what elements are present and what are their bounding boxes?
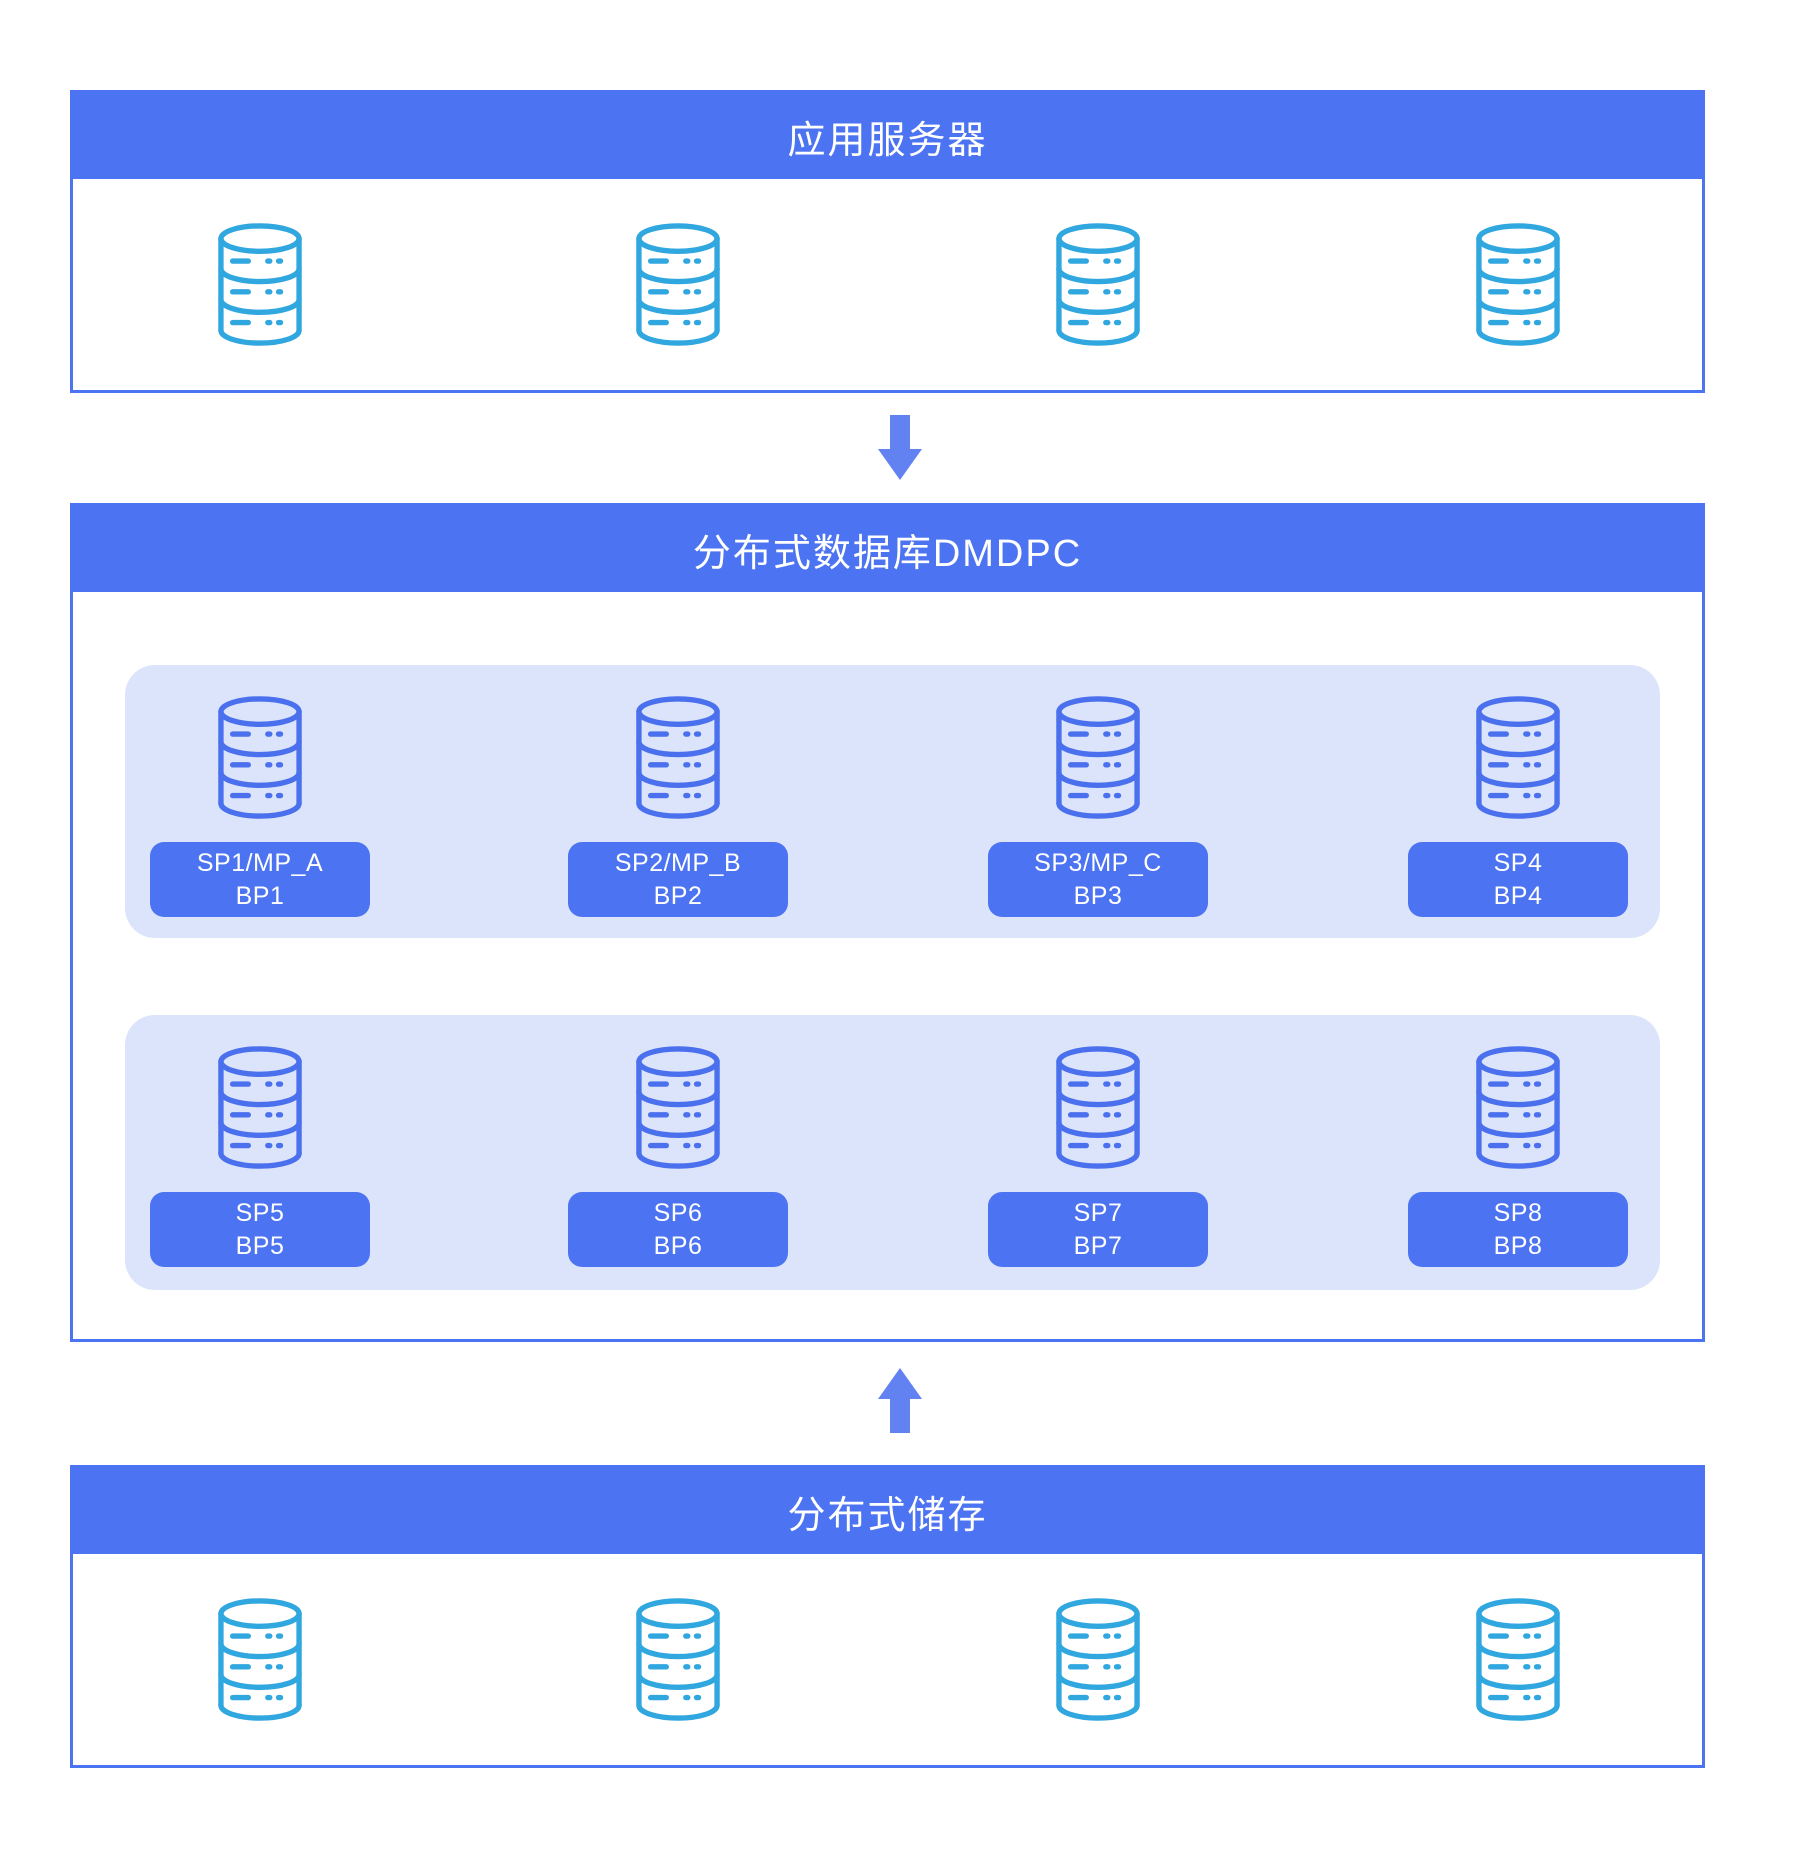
dmdpc-node: SP3/MP_C BP3 [978,695,1218,917]
dmdpc-node: SP4 BP4 [1398,695,1638,917]
node-badge-line1: SP5 [235,1198,285,1227]
dmdpc-node: SP7 BP7 [978,1045,1218,1267]
up-arrow-icon [877,1368,923,1434]
dmdpc-node: SP5 BP5 [140,1045,380,1267]
node-badge-line1: SP3/MP_C [1034,848,1162,877]
database-icon [1471,222,1565,347]
database-icon [1471,695,1565,820]
dmdpc-node: SP1/MP_A BP1 [140,695,380,917]
node-badge-line1: SP6 [653,1198,703,1227]
node-badge: SP7 BP7 [988,1192,1208,1267]
app-server-body [73,179,1702,390]
node-badge: SP8 BP8 [1408,1192,1628,1267]
dmdpc-node: SP2/MP_B BP2 [558,695,798,917]
dmdpc-title: 分布式数据库DMDPC [692,532,1083,575]
app-server-box: 应用服务器 [70,90,1705,393]
database-icon [631,695,725,820]
dmdpc-box: 分布式数据库DMDPC SP1/MP_A BP1 SP2/MP_B BP2 [70,503,1705,1342]
storage-node [978,1554,1218,1765]
node-badge-line1: SP1/MP_A [196,848,324,877]
app-server-node [558,179,798,390]
database-icon [1051,1597,1145,1722]
node-badge-line2: BP2 [653,881,703,910]
storage-node [140,1554,380,1765]
node-badge: SP3/MP_C BP3 [988,842,1208,917]
database-icon [631,222,725,347]
database-icon [1471,1045,1565,1170]
down-arrow-icon [877,415,923,481]
database-icon [213,1045,307,1170]
database-icon [631,1597,725,1722]
node-badge-line1: SP2/MP_B [614,848,742,877]
database-icon [1051,222,1145,347]
database-icon [213,695,307,820]
storage-title: 分布式储存 [787,1494,988,1537]
storage-box: 分布式储存 [70,1465,1705,1768]
database-icon [1471,1597,1565,1722]
dmdpc-node: SP8 BP8 [1398,1045,1638,1267]
app-server-node [1398,179,1638,390]
app-server-title: 应用服务器 [787,119,988,162]
node-badge-line2: BP7 [1073,1231,1123,1260]
database-icon [1051,1045,1145,1170]
storage-node [1398,1554,1638,1765]
app-server-node [140,179,380,390]
node-badge: SP1/MP_A BP1 [150,842,370,917]
dmdpc-node-group-1: SP1/MP_A BP1 SP2/MP_B BP2 SP3/MP_C BP3 [125,665,1660,938]
dmdpc-node: SP6 BP6 [558,1045,798,1267]
dmdpc-header: 分布式数据库DMDPC [73,506,1702,592]
app-server-node [978,179,1218,390]
dmdpc-node-group-2: SP5 BP5 SP6 BP6 SP7 BP7 [125,1015,1660,1290]
node-badge: SP6 BP6 [568,1192,788,1267]
node-badge: SP4 BP4 [1408,842,1628,917]
node-badge-line2: BP1 [235,881,285,910]
node-badge: SP5 BP5 [150,1192,370,1267]
database-icon [213,222,307,347]
database-icon [631,1045,725,1170]
node-badge-line1: SP7 [1073,1198,1123,1227]
node-badge: SP2/MP_B BP2 [568,842,788,917]
database-icon [1051,695,1145,820]
node-badge-line2: BP5 [235,1231,285,1260]
storage-body [73,1554,1702,1765]
dmdpc-body: SP1/MP_A BP1 SP2/MP_B BP2 SP3/MP_C BP3 [73,592,1702,1339]
node-badge-line2: BP6 [653,1231,703,1260]
node-badge-line2: BP4 [1493,881,1543,910]
app-server-header: 应用服务器 [73,93,1702,179]
node-badge-line1: SP8 [1493,1198,1543,1227]
node-badge-line2: BP3 [1073,881,1123,910]
node-badge-line2: BP8 [1493,1231,1543,1260]
database-icon [213,1597,307,1722]
storage-node [558,1554,798,1765]
storage-header: 分布式储存 [73,1468,1702,1554]
node-badge-line1: SP4 [1493,848,1543,877]
